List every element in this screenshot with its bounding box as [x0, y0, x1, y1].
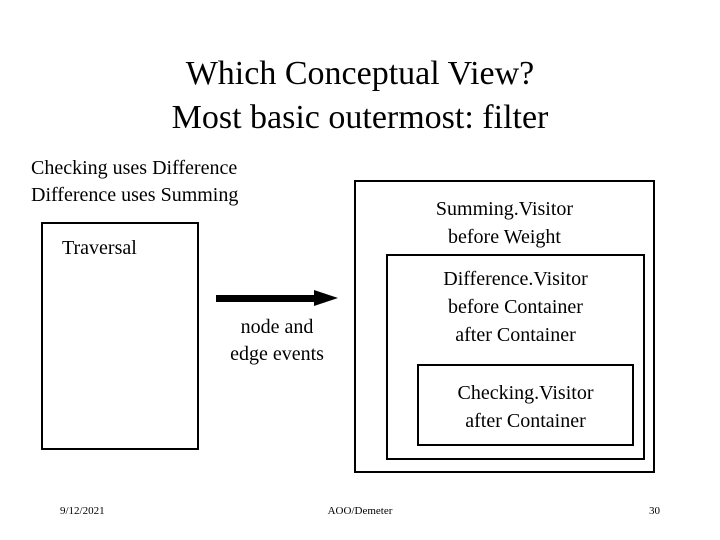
arrow-head [314, 290, 338, 306]
difference-visitor-label: Difference.Visitor before Container afte… [443, 268, 588, 346]
checking-visitor-box: Checking.Visitor after Container [417, 364, 634, 446]
uses-relationship-text: Checking uses Difference Difference uses… [31, 157, 239, 206]
summing-visitor-box: Summing.Visitor before Weight Difference… [354, 180, 655, 473]
checking-visitor-label: Checking.Visitor after Container [457, 382, 594, 432]
footer-page-number: 30 [649, 505, 660, 517]
footer-course-label: AOO/Demeter [327, 505, 393, 517]
page-title: Which Conceptual View? Most basic outerm… [171, 55, 549, 136]
traversal-box-label: Traversal [62, 237, 137, 259]
right-arrow-icon [216, 290, 338, 306]
footer-date: 9/12/2021 [60, 505, 105, 517]
difference-visitor-box: Difference.Visitor before Container afte… [386, 254, 645, 460]
summing-visitor-label: Summing.Visitor before Weight [435, 198, 574, 248]
traversal-box: Traversal [41, 222, 199, 450]
arrow-caption-label: node and edge events [230, 316, 324, 365]
arrow-shaft [216, 295, 317, 302]
